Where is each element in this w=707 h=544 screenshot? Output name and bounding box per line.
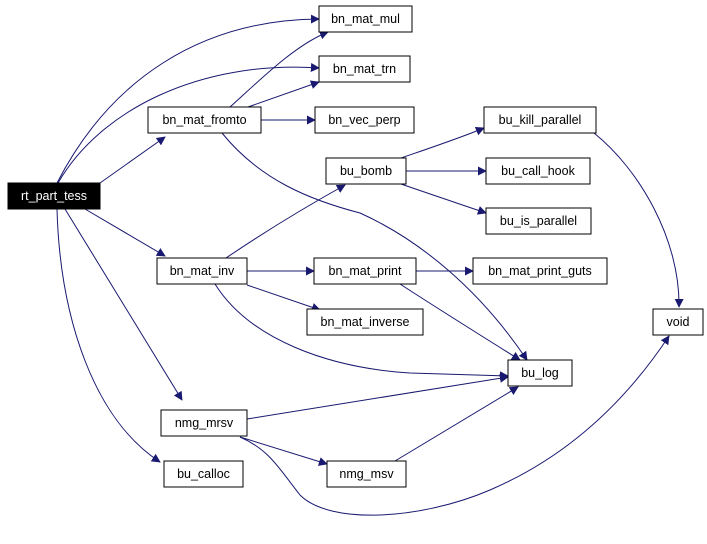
edge-bn_mat_fromto-bn_mat_trn — [247, 80, 320, 108]
node-bn_mat_print[interactable]: bn_mat_print — [313, 257, 417, 285]
node-bn_mat_inv[interactable]: bn_mat_inv — [156, 257, 248, 285]
node-bn_mat_inverse[interactable]: bn_mat_inverse — [306, 308, 424, 336]
node-label: nmg_mrsv — [175, 416, 234, 430]
node-bn_mat_print_guts[interactable]: bn_mat_print_guts — [472, 257, 608, 285]
node-bu_calloc[interactable]: bu_calloc — [163, 460, 244, 488]
node-bu_kill_parallel[interactable]: bu_kill_parallel — [483, 106, 597, 134]
nodes: rt_part_tess bn_mat_mul bn_mat_trn bn_ma… — [7, 5, 704, 488]
edge-bu_kill_parallel-void — [593, 132, 684, 308]
edge-bn_mat_inv-bu_log — [214, 283, 509, 381]
node-label: bn_mat_fromto — [162, 113, 246, 127]
edge-nmg_mrsv-void — [239, 335, 670, 516]
node-bn_mat_fromto[interactable]: bn_mat_fromto — [147, 106, 262, 134]
node-label: rt_part_tess — [21, 189, 87, 203]
node-label: bu_calloc — [177, 467, 230, 481]
node-bu_is_parallel[interactable]: bu_is_parallel — [485, 207, 592, 235]
node-label: bn_mat_trn — [333, 62, 396, 76]
node-bn_mat_trn[interactable]: bn_mat_trn — [318, 55, 411, 83]
edge-nmg_msv-bu_log — [394, 386, 519, 462]
node-label: bu_call_hook — [501, 164, 575, 178]
edge-bu_bomb-bu_is_parallel — [400, 183, 487, 215]
edge-bn_mat_inv-bu_bomb — [225, 184, 346, 259]
node-label: bu_bomb — [340, 164, 392, 178]
node-label: bn_mat_mul — [331, 12, 400, 26]
node-label: bu_is_parallel — [500, 214, 577, 228]
node-nmg_msv[interactable]: nmg_msv — [326, 460, 407, 488]
edge-nmg_mrsv-bu_log — [246, 373, 509, 420]
edge-rt_part_tess-nmg_mrsv — [64, 208, 183, 401]
node-label: void — [667, 315, 690, 329]
node-label: bn_mat_print_guts — [488, 264, 592, 278]
edge-bn_mat_fromto-bu_log — [221, 132, 528, 361]
node-label: bn_mat_inv — [170, 264, 235, 278]
node-void[interactable]: void — [652, 308, 704, 336]
node-bu_call_hook[interactable]: bu_call_hook — [485, 157, 591, 185]
node-nmg_mrsv[interactable]: nmg_mrsv — [160, 409, 248, 437]
edge-bn_mat_inv-bn_mat_inverse — [246, 284, 321, 312]
node-bn_mat_mul[interactable]: bn_mat_mul — [318, 5, 413, 33]
node-label: bu_log — [521, 366, 559, 380]
node-rt_part_tess[interactable]: rt_part_tess — [7, 182, 101, 210]
edge-rt_part_tess-bn_mat_mul — [56, 14, 320, 184]
edge-rt_part_tess-bn_mat_inv — [84, 208, 166, 257]
edge-rt_part_tess-bu_calloc — [56, 208, 161, 463]
node-label: bn_mat_print — [329, 264, 402, 278]
edge-bn_mat_fromto-bn_mat_mul — [229, 30, 329, 108]
edge-rt_part_tess-bn_mat_fromto — [99, 136, 166, 184]
edge-bn_mat_print-bu_log — [399, 283, 521, 361]
node-bu_bomb[interactable]: bu_bomb — [325, 157, 407, 185]
node-label: bn_vec_perp — [328, 113, 400, 127]
node-bu_log[interactable]: bu_log — [507, 359, 573, 387]
edge-nmg_mrsv-nmg_msv — [239, 436, 328, 466]
node-label: bn_mat_inverse — [321, 315, 410, 329]
edges — [56, 14, 684, 516]
node-label: nmg_msv — [339, 467, 394, 481]
node-label: bu_kill_parallel — [499, 113, 582, 127]
edge-bu_bomb-bu_kill_parallel — [400, 126, 485, 159]
node-bn_vec_perp[interactable]: bn_vec_perp — [314, 106, 415, 134]
